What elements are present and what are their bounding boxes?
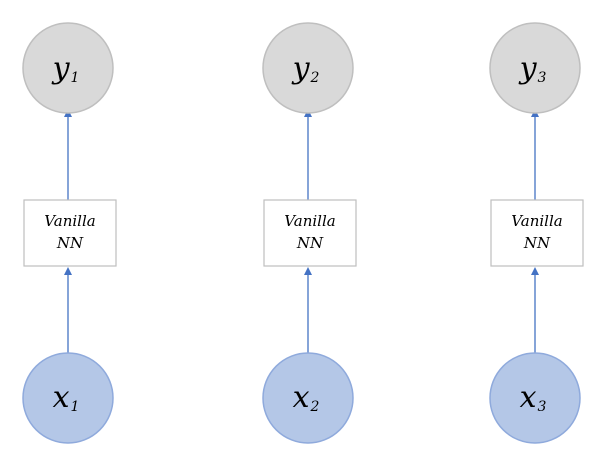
output-label-y3: y3	[518, 51, 547, 86]
input-subscript: 1	[71, 399, 80, 415]
box-label-line2: NN	[296, 234, 324, 252]
output-node-y2	[262, 22, 354, 114]
input-label-x3: x3	[520, 380, 547, 415]
input-subscript: 2	[310, 399, 320, 415]
output-symbol: y	[51, 51, 71, 86]
box-label-line2: NN	[56, 234, 84, 252]
output-subscript: 2	[310, 70, 320, 86]
box-label-line2: NN	[523, 234, 551, 252]
input-subscript: 3	[538, 399, 547, 415]
input-node-x2	[262, 352, 354, 444]
input-label-x2: x2	[293, 380, 320, 415]
input-symbol: x	[293, 380, 310, 415]
output-label-y2: y2	[291, 51, 320, 86]
input-node-x1	[22, 352, 114, 444]
column-3: y3 Vanilla NN x3	[489, 22, 584, 444]
output-subscript: 1	[71, 70, 80, 86]
input-symbol: x	[520, 380, 537, 415]
output-symbol: y	[518, 51, 538, 86]
output-label-y1: y1	[51, 51, 80, 86]
output-node-y1	[22, 22, 114, 114]
column-2: y2 Vanilla NN x2	[262, 22, 357, 444]
output-symbol: y	[291, 51, 311, 86]
box-label-line1: Vanilla	[511, 212, 562, 230]
input-label-x1: x1	[53, 380, 80, 415]
input-node-x3	[489, 352, 581, 444]
vanilla-nn-box-2	[263, 199, 357, 267]
vanilla-nn-box-3	[490, 199, 584, 267]
box-label-line1: Vanilla	[44, 212, 95, 230]
output-node-y3	[489, 22, 581, 114]
vanilla-nn-box-1	[23, 199, 117, 267]
input-symbol: x	[53, 380, 70, 415]
output-subscript: 3	[538, 70, 547, 86]
column-1: y1 Vanilla NN x1	[22, 22, 117, 444]
box-label-line1: Vanilla	[284, 212, 335, 230]
